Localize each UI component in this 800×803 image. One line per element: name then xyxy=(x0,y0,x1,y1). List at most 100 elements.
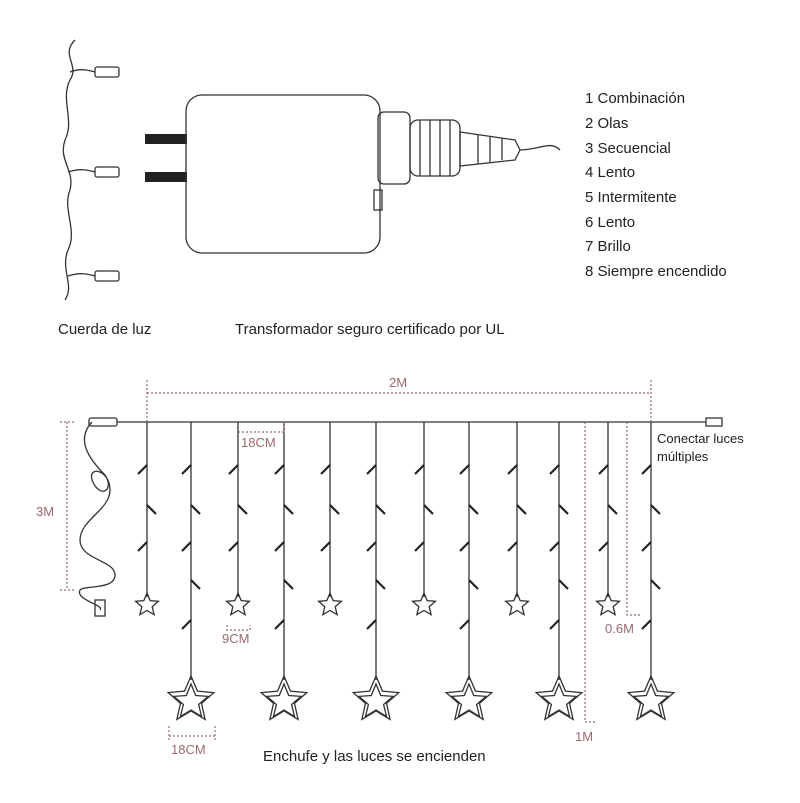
long-strand xyxy=(166,422,216,721)
led-bulb xyxy=(375,579,386,590)
dimension-lines xyxy=(60,380,652,740)
led-bulb xyxy=(181,541,192,552)
long-strand xyxy=(626,422,676,721)
small-star xyxy=(504,591,530,617)
small-star-dimension: 9CM xyxy=(222,631,249,646)
mode-list: 1 Combinación 2 Olas 3 Secuencial 4 Lent… xyxy=(585,90,727,280)
led-bulb xyxy=(274,619,285,630)
led-bulb xyxy=(650,579,661,590)
led-bulb xyxy=(650,504,661,515)
short-strand xyxy=(317,422,343,617)
mode-item: 5 Intermitente xyxy=(585,189,677,206)
led-bulb xyxy=(459,541,470,552)
long-strand xyxy=(534,422,584,721)
mode-item: 8 Siempre encendido xyxy=(585,263,727,280)
small-star xyxy=(317,591,343,617)
strands xyxy=(134,422,676,721)
long-strand xyxy=(259,422,309,721)
light-string-label: Cuerda de luz xyxy=(58,321,151,338)
long-strand-dimension: 1M xyxy=(575,729,593,744)
led-bulb xyxy=(414,541,425,552)
led-bulb xyxy=(641,464,652,475)
large-star xyxy=(626,674,676,721)
led-bulb xyxy=(468,504,479,515)
led-bulb xyxy=(607,504,618,515)
short-strand xyxy=(134,422,160,617)
long-strand xyxy=(351,422,401,721)
led-bulb xyxy=(507,464,518,475)
spacing-dimension: 18CM xyxy=(241,435,276,450)
led-bulb xyxy=(641,619,652,630)
led-bulb xyxy=(274,541,285,552)
large-star xyxy=(534,674,584,721)
led-bulb xyxy=(228,464,239,475)
transformer-illustration xyxy=(145,94,561,254)
led-bulb xyxy=(423,504,434,515)
led-bulb xyxy=(181,619,192,630)
large-star xyxy=(351,674,401,721)
short-strand-dimension: 0.6M xyxy=(605,621,634,636)
led-bulb xyxy=(549,464,560,475)
led-bulb xyxy=(468,579,479,590)
short-strand xyxy=(411,422,437,617)
mode-item: 6 Lento xyxy=(585,214,635,231)
led-bulb xyxy=(181,464,192,475)
width-dimension: 2M xyxy=(389,375,407,390)
led-bulb xyxy=(516,504,527,515)
plug-caption: Enchufe y las luces se encienden xyxy=(263,748,486,765)
led-bulb xyxy=(237,504,248,515)
mode-item: 4 Lento xyxy=(585,164,635,181)
led-bulb xyxy=(137,541,148,552)
led-bulb xyxy=(414,464,425,475)
large-star-inner xyxy=(632,682,670,718)
led-bulb xyxy=(283,579,294,590)
mode-item: 1 Combinación xyxy=(585,90,685,107)
led-bulb xyxy=(549,619,560,630)
large-star xyxy=(444,674,494,721)
led-bulb xyxy=(320,541,331,552)
main-wire xyxy=(78,417,723,617)
led-bulb xyxy=(549,541,560,552)
led-bulb xyxy=(190,504,201,515)
large-star-inner xyxy=(357,682,395,718)
large-star-inner xyxy=(265,682,303,718)
led-bulb xyxy=(641,541,652,552)
led-bulb xyxy=(558,504,569,515)
led-bulb xyxy=(459,619,470,630)
large-star xyxy=(166,674,216,721)
led-bulb xyxy=(283,504,294,515)
small-star xyxy=(225,591,251,617)
lead-length-dimension: 3M xyxy=(36,504,54,519)
led-bulb xyxy=(320,464,331,475)
led-bulb xyxy=(146,504,157,515)
large-star-inner xyxy=(172,682,210,718)
large-star-inner xyxy=(450,682,488,718)
short-strand xyxy=(504,422,530,617)
large-star xyxy=(259,674,309,721)
short-strand xyxy=(225,422,251,617)
led-bulb xyxy=(598,541,609,552)
connect-label-line2: múltiples xyxy=(657,449,709,464)
mode-item: 2 Olas xyxy=(585,115,628,132)
mode-item: 3 Secuencial xyxy=(585,140,671,157)
led-bulb xyxy=(598,464,609,475)
led-bulb xyxy=(459,464,470,475)
connect-label-line1: Conectar luces xyxy=(657,431,744,446)
led-bulb xyxy=(375,504,386,515)
led-bulb xyxy=(228,541,239,552)
mode-item: 7 Brillo xyxy=(585,238,631,255)
led-bulb xyxy=(366,464,377,475)
led-bulb xyxy=(190,579,201,590)
large-star-inner xyxy=(540,682,578,718)
led-bulb xyxy=(366,619,377,630)
short-strand xyxy=(595,422,621,617)
led-bulb xyxy=(366,541,377,552)
led-bulb xyxy=(329,504,340,515)
long-strand xyxy=(444,422,494,721)
large-star-dimension: 18CM xyxy=(171,742,206,757)
led-bulb xyxy=(507,541,518,552)
light-string-illustration xyxy=(62,39,120,301)
small-star xyxy=(134,591,160,617)
transformer-label: Transformador seguro certificado por UL xyxy=(235,321,505,338)
